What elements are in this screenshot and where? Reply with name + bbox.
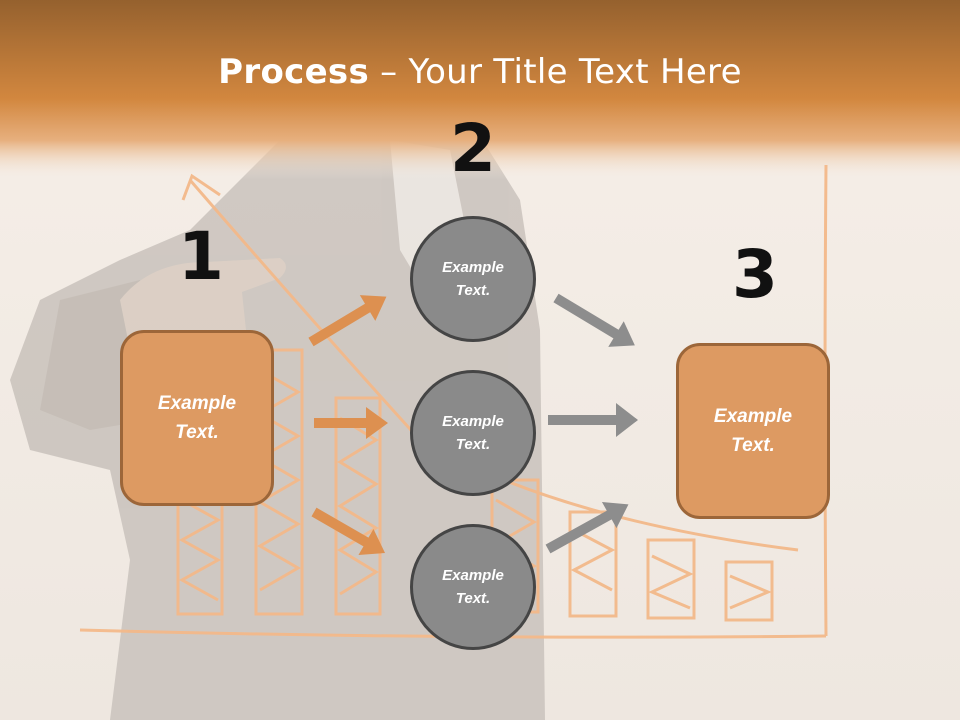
title-rest: – Your Title Text Here: [369, 52, 742, 92]
step-2-circle-bottom: Example Text.: [410, 524, 536, 650]
step-1-text: Example Text.: [157, 393, 237, 443]
right-arrow-icon: [308, 295, 387, 347]
right-arrow-icon: [311, 507, 386, 555]
step-number-2: 2: [450, 110, 496, 187]
step-3-text: Example Text.: [713, 406, 793, 456]
right-arrow-icon: [548, 403, 638, 437]
right-arrow-icon: [545, 501, 629, 554]
slide-title: Process – Your Title Text Here: [0, 52, 960, 92]
right-arrow-icon: [314, 407, 388, 439]
step-2-circle-bottom-text: Example Text.: [442, 567, 504, 607]
step-2-circle-middle-text: Example Text.: [442, 413, 504, 453]
step-number-1: 1: [178, 218, 224, 295]
right-arrow-icon: [553, 293, 635, 347]
step-2-circle-top-text: Example Text.: [442, 259, 504, 299]
step-2-circle-top: Example Text.: [410, 216, 536, 342]
step-2-circle-middle: Example Text.: [410, 370, 536, 496]
step-3-box: Example Text.: [676, 343, 830, 519]
title-bold: Process: [218, 52, 370, 92]
step-1-box: Example Text.: [120, 330, 274, 506]
step-number-3: 3: [732, 236, 778, 313]
